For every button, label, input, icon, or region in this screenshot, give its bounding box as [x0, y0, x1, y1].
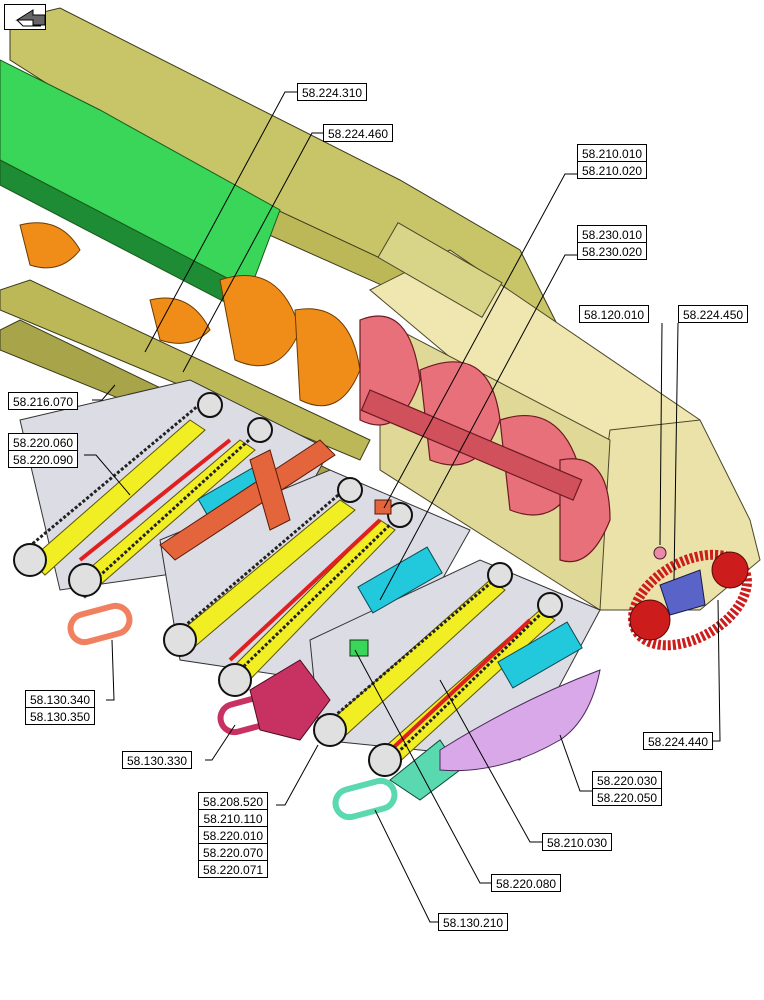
gearbox	[357, 546, 443, 614]
lavender-skid	[439, 669, 601, 772]
back-arrow-icon	[15, 9, 46, 27]
leader-line	[383, 173, 577, 509]
orange-flight	[294, 308, 361, 407]
orange-handle	[67, 602, 133, 646]
callout-label[interactable]: 58.130.340	[25, 690, 96, 708]
leader-line	[92, 384, 116, 401]
callout-label[interactable]: 58.224.450	[678, 305, 749, 323]
callout-label[interactable]: 58.230.010	[577, 225, 648, 243]
orange-auger	[19, 222, 361, 407]
leader-line	[276, 744, 319, 806]
green-cover-upper	[0, 59, 281, 291]
sprocket	[68, 563, 102, 597]
green-block	[349, 639, 369, 657]
leader-line	[354, 649, 491, 884]
gearbox	[497, 621, 583, 689]
chain	[238, 513, 402, 672]
callout-label[interactable]: 58.224.310	[297, 83, 368, 101]
chain	[388, 603, 552, 762]
sprocket	[337, 477, 363, 503]
callout-label[interactable]: 58.220.060	[8, 433, 79, 451]
leader-line	[106, 639, 115, 701]
leader-line	[379, 254, 577, 601]
leader-line	[205, 724, 236, 761]
leader-line	[144, 91, 297, 353]
blue-bracket	[659, 569, 706, 616]
chain	[24, 398, 206, 552]
cross-brace	[377, 221, 503, 319]
chain	[179, 483, 351, 632]
callout-label[interactable]: 58.224.440	[643, 732, 714, 750]
callout-label[interactable]: 58.220.080	[491, 874, 562, 892]
leader-line	[559, 734, 592, 792]
coral-beam	[249, 449, 291, 531]
callout-label[interactable]: 58.220.071	[198, 860, 269, 878]
callout-label[interactable]: 58.210.020	[577, 161, 648, 179]
leader-line	[84, 454, 131, 496]
sprocket	[247, 417, 273, 443]
callout-label[interactable]: 58.208.520	[198, 792, 269, 810]
magenta-bracket	[249, 659, 331, 741]
callout-label[interactable]: 58.130.330	[122, 751, 193, 769]
leader-line	[673, 322, 679, 581]
pink-auger	[359, 315, 611, 563]
pink-bolt	[653, 546, 667, 560]
red-rod	[378, 618, 532, 762]
callout-label[interactable]: 58.220.050	[592, 788, 663, 806]
leader-line	[659, 322, 663, 546]
orange-flight	[149, 297, 211, 344]
leader-line	[374, 809, 438, 923]
sprocket	[13, 543, 47, 577]
callout-label[interactable]: 58.220.010	[198, 826, 269, 844]
callout-label[interactable]: 58.210.010	[577, 144, 648, 162]
auger-tube	[360, 389, 583, 501]
sprocket	[163, 623, 197, 657]
sprocket	[368, 743, 402, 777]
coral-block	[374, 499, 392, 515]
orange-flight	[219, 275, 301, 367]
callout-label[interactable]: 58.220.070	[198, 843, 269, 861]
callout-label[interactable]: 58.220.090	[8, 450, 79, 468]
sprocket	[197, 392, 223, 418]
leader-line	[182, 132, 323, 373]
callout-label[interactable]: 58.230.020	[577, 242, 648, 260]
drive-sprocket	[711, 551, 749, 589]
callout-label[interactable]: 58.130.350	[25, 707, 96, 725]
callout-label[interactable]: 58.216.070	[8, 392, 79, 410]
sprockets	[13, 392, 563, 777]
sprocket	[487, 562, 513, 588]
lower-rail	[0, 279, 371, 461]
callout-label[interactable]: 58.224.460	[323, 124, 394, 142]
sprocket	[218, 663, 252, 697]
sprocket	[537, 592, 563, 618]
red-rod	[228, 518, 382, 662]
chain	[93, 428, 262, 582]
callout-label[interactable]: 58.120.010	[579, 305, 650, 323]
chain	[329, 573, 501, 722]
drive-chain	[628, 546, 752, 651]
drive-sprocket	[629, 599, 671, 641]
leader-line	[439, 679, 542, 843]
callout-label[interactable]: 58.210.110	[198, 809, 269, 827]
gathering-arms	[29, 419, 556, 776]
sprocket	[387, 502, 413, 528]
orange-flight	[19, 222, 81, 269]
callout-label[interactable]: 58.130.210	[438, 913, 509, 931]
callout-label[interactable]: 58.210.030	[542, 833, 613, 851]
callout-label[interactable]: 58.220.030	[592, 771, 663, 789]
gather-chains	[24, 398, 552, 762]
teal-handle	[332, 777, 398, 821]
red-rod	[78, 438, 232, 562]
sprocket	[313, 713, 347, 747]
leader-lines	[84, 91, 721, 923]
back-navigation-button[interactable]	[4, 4, 46, 30]
